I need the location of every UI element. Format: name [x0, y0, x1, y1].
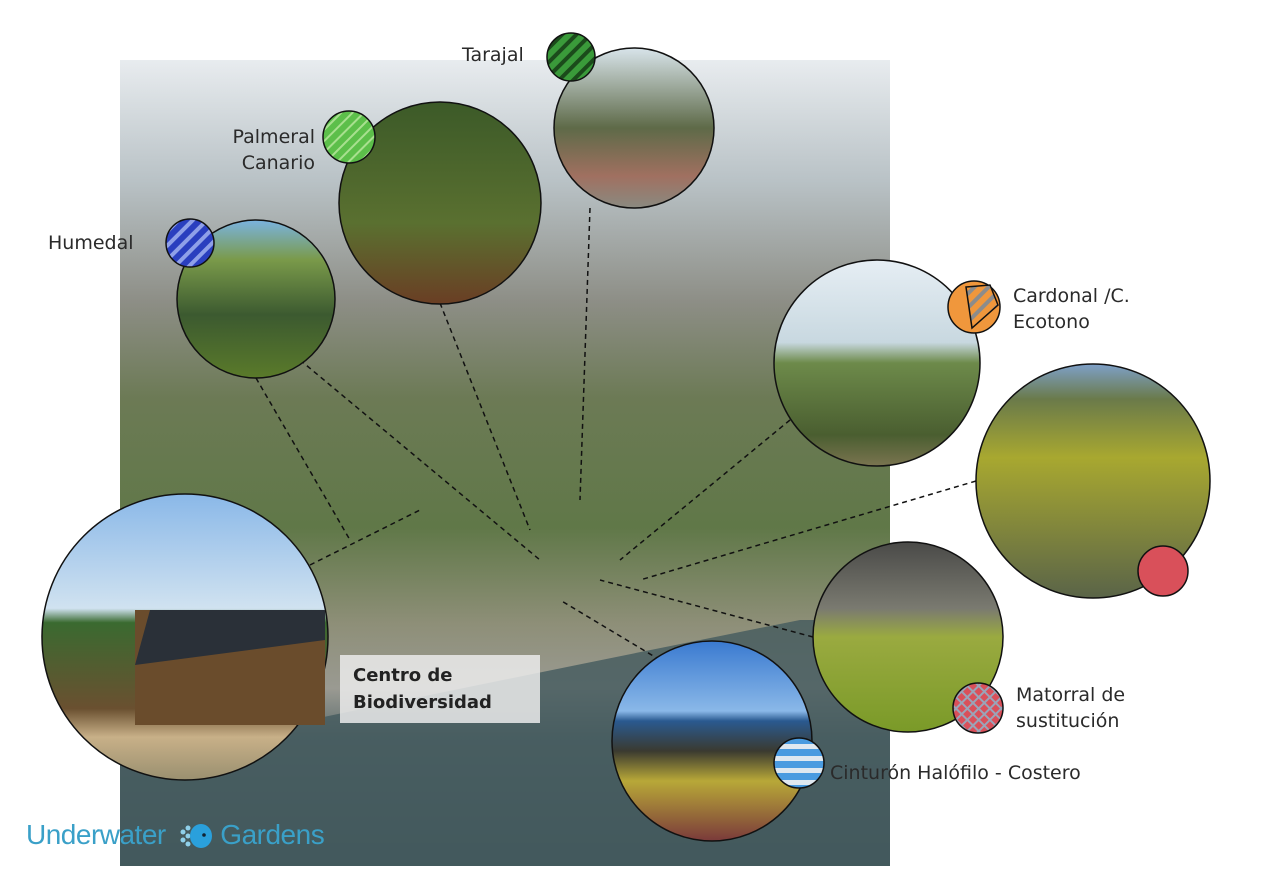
- building-roof: [135, 610, 325, 665]
- swatch-cinturon: [773, 737, 825, 789]
- fish-logo-icon: [173, 814, 213, 851]
- photo-matorral: [812, 541, 1004, 733]
- label-cardonal-line1: Cardonal /C.: [1013, 285, 1130, 307]
- photo-tarajal: [553, 47, 715, 209]
- label-palmeral-line2: Canario: [241, 152, 315, 174]
- photo-cardonal: [773, 259, 981, 467]
- label-matorral: Matorral de sustitución: [1016, 682, 1125, 734]
- label-matorral-line2: sustitución: [1016, 710, 1120, 732]
- photo-matorral-top: [975, 363, 1211, 599]
- swatch-humedal: [165, 218, 215, 268]
- label-palmeral-line1: Palmeral: [232, 126, 315, 148]
- photo-humedal: [176, 219, 336, 379]
- photo-cinturon: [611, 640, 813, 842]
- swatch-tarajal: [546, 32, 596, 82]
- swatch-matorral-dot: [1137, 545, 1189, 597]
- label-humedal: Humedal: [48, 232, 134, 254]
- swatch-ecotono: [965, 284, 999, 330]
- connector-lines: [255, 207, 977, 661]
- label-cardonal: Cardonal /C. Ecotono: [1013, 283, 1130, 335]
- photo-palmeral: [338, 101, 542, 305]
- label-centro-line2: Biodiversidad: [353, 692, 492, 713]
- label-matorral-line1: Matorral de: [1016, 684, 1126, 706]
- label-palmeral: Palmeral Canario: [205, 124, 315, 176]
- label-centro: Centro de Biodiversidad: [353, 662, 492, 716]
- swatch-palmeral: [322, 110, 376, 164]
- logo-word2: Gardens: [220, 819, 325, 850]
- swatch-matorral: [952, 682, 1004, 734]
- logo-word1: Underwater: [26, 819, 166, 850]
- label-centro-line1: Centro de: [353, 665, 453, 686]
- logo: Underwater Gardens: [26, 814, 325, 851]
- label-cinturon: Cinturón Halófilo - Costero: [830, 762, 1081, 784]
- center-label-box: [340, 655, 540, 723]
- label-cardonal-line2: Ecotono: [1013, 311, 1090, 333]
- label-tarajal: Tarajal: [462, 44, 524, 66]
